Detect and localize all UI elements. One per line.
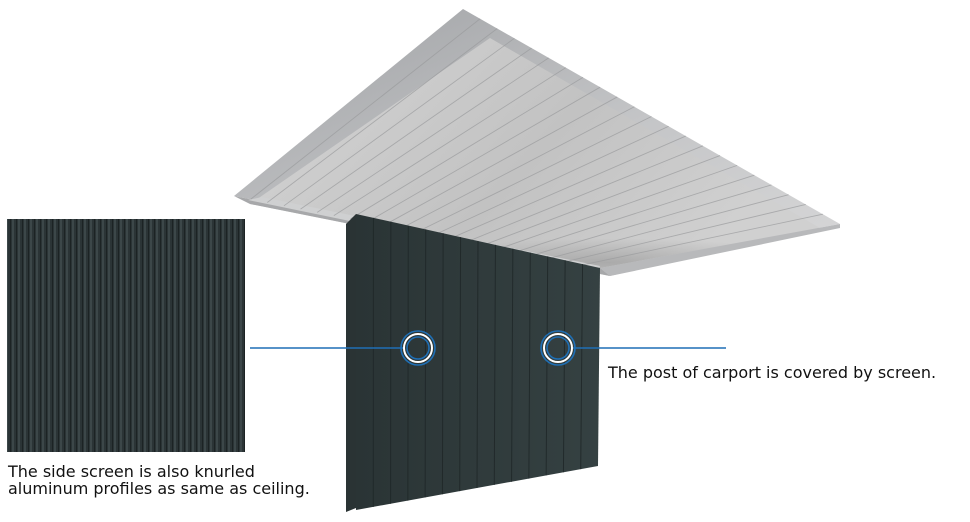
- roof-rib: [300, 47, 532, 210]
- roof-shadow: [350, 214, 820, 268]
- roof-rib: [316, 57, 549, 213]
- screen-panel-rib: [528, 252, 531, 479]
- callout-marker-right: [540, 330, 576, 366]
- roof-rib: [450, 135, 686, 239]
- roof-rib: [500, 164, 738, 249]
- roof-rib: [533, 184, 772, 256]
- side-screen-caption: The side screen is also knurled aluminum…: [8, 463, 310, 497]
- roof-rib: [566, 204, 806, 262]
- roof-rib: [366, 86, 601, 223]
- roof-rib: [400, 106, 635, 230]
- screen-panel-rib: [545, 256, 549, 476]
- roof-rib: [483, 155, 721, 246]
- screen-panel-edge: [346, 214, 356, 512]
- roof-fascia-right: [600, 224, 840, 276]
- screen-panel-ribs: [372, 217, 584, 507]
- roof-rib: [433, 125, 669, 236]
- roof-rib: [466, 145, 704, 243]
- roof-rib: [549, 194, 789, 259]
- roof-rib: [383, 96, 618, 226]
- post-covered-caption: The post of carport is covered by screen…: [608, 363, 937, 382]
- roof-underside: [250, 38, 820, 276]
- roof-rib: [267, 28, 498, 203]
- screen-panel-rib: [562, 260, 566, 473]
- roof-rib: [350, 77, 584, 220]
- screen-panel-rib: [441, 233, 444, 495]
- knurled-swatch: [7, 219, 245, 452]
- screen-panel-rib: [493, 244, 496, 485]
- side-screen-caption-line1: The side screen is also knurled: [8, 462, 255, 481]
- screen-panel-rib: [459, 237, 462, 492]
- screen-panel-rib: [476, 240, 479, 489]
- roof-rib: [583, 213, 823, 266]
- callout-marker-left: [400, 330, 436, 366]
- screen-panel-rib: [511, 248, 514, 482]
- roof-rib: [416, 116, 652, 233]
- roof-rib: [283, 37, 515, 207]
- roof-ribs: [250, 18, 823, 266]
- side-screen-caption-line2: aluminum profiles as same as ceiling.: [8, 479, 310, 498]
- screen-panel-rib: [580, 264, 584, 470]
- roof-rib: [516, 174, 755, 253]
- roof-rib: [333, 67, 567, 217]
- roof-rib: [250, 18, 481, 200]
